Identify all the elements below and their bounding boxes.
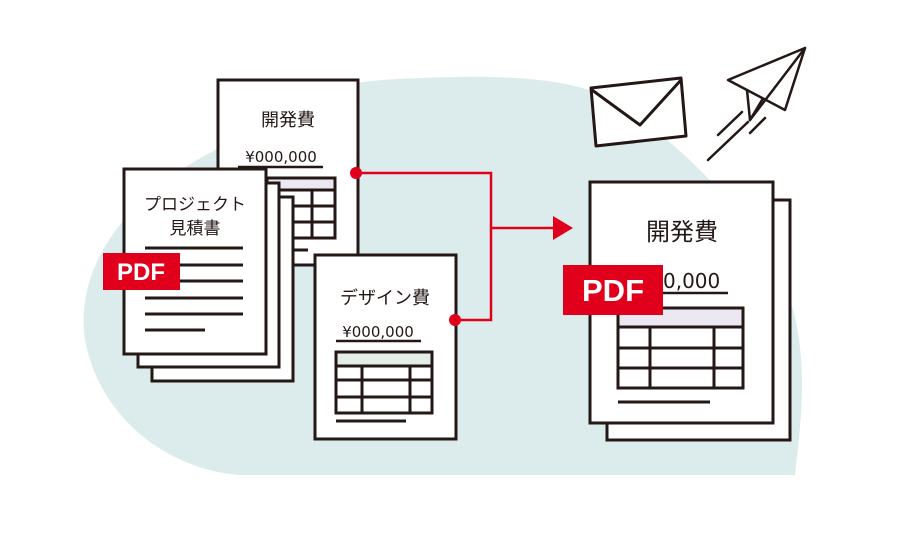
connector-dot	[449, 314, 461, 326]
envelope-icon	[589, 76, 688, 148]
merged-doc-amount: 0,000	[663, 269, 720, 293]
design-cost-amount: ¥000,000	[342, 323, 414, 341]
design-cost-title: デザイン費	[340, 288, 430, 309]
project-estimate-title-line1: プロジェクト	[144, 195, 246, 215]
pdf-badge-large-label: PDF	[582, 273, 644, 308]
dev-cost-title: 開発費	[261, 110, 315, 131]
project-estimate-title-line2: 見積書	[170, 219, 221, 239]
merged-document	[588, 180, 792, 442]
arrow-right-icon	[553, 216, 573, 240]
pdf-badge-small	[103, 253, 180, 290]
paper-plane-icon	[706, 46, 807, 162]
dev-cost-amount: ¥000,000	[245, 148, 317, 166]
connector-dot	[350, 167, 362, 179]
merge-connector	[356, 171, 556, 322]
merged-doc-title: 開発費	[646, 218, 718, 246]
design-cost-document	[313, 253, 458, 441]
pdf-badge-small-label: PDF	[117, 259, 165, 286]
pdf-badge-large	[563, 265, 663, 315]
